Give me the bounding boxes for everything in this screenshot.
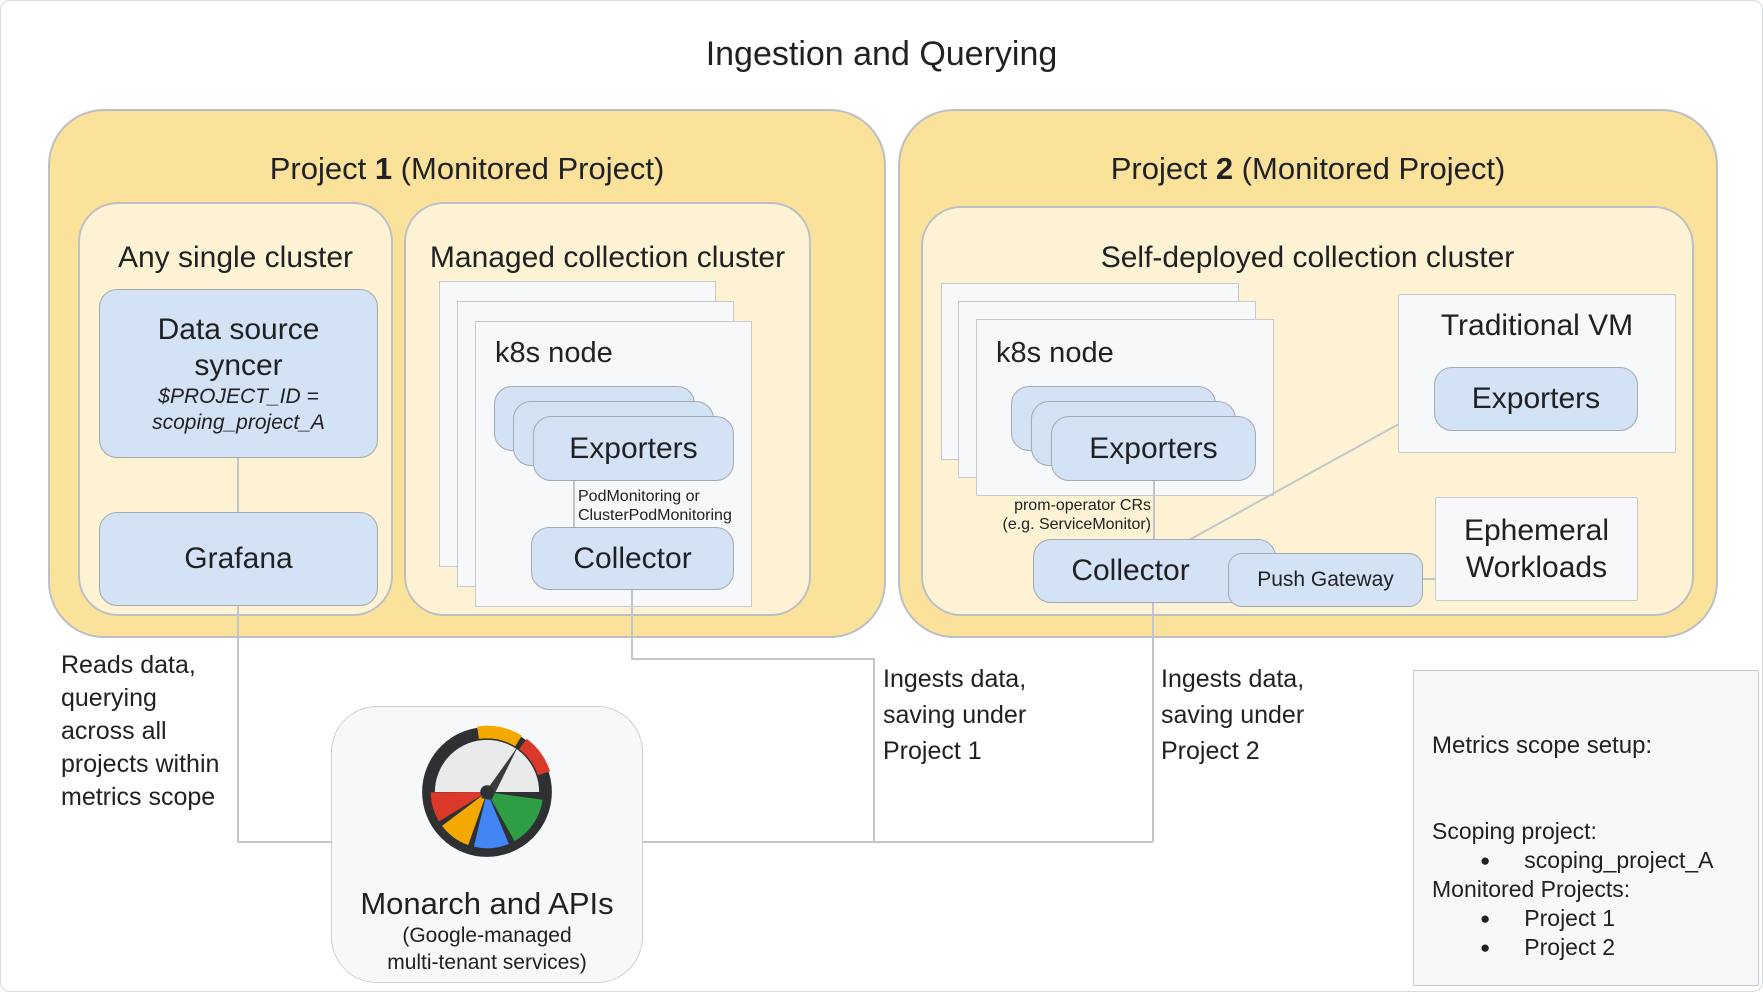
ingest-project1-note: Ingests data, saving under Project 1 bbox=[883, 665, 1027, 765]
exporters-node-p1: Exporters bbox=[533, 416, 734, 481]
grafana-node: Grafana bbox=[99, 512, 378, 606]
project-id-annotation: $PROJECT_ID =scoping_project_A bbox=[152, 384, 325, 434]
gauge-icon bbox=[422, 725, 552, 857]
list-item: ● Project 1 bbox=[1480, 905, 1616, 931]
collector-node-p2: Collector bbox=[1033, 539, 1276, 603]
bullet-icon: ● bbox=[1480, 938, 1491, 957]
metrics-scope-title: Metrics scope setup: bbox=[1432, 732, 1653, 759]
prom-operator-annotation: prom-operator CRs(e.g. ServiceMonitor) bbox=[1002, 497, 1152, 533]
scoping-project-label: Scoping project: bbox=[1432, 818, 1597, 844]
project2-label: Project 2 (Monitored Project) bbox=[1110, 151, 1506, 186]
bullet-icon: ● bbox=[1480, 909, 1491, 928]
exporters-node-p2: Exporters bbox=[1051, 416, 1256, 481]
list-item: ● scoping_project_A bbox=[1480, 847, 1714, 873]
any-single-cluster-label: Any single cluster bbox=[117, 241, 354, 274]
managed-collection-cluster-label: Managed collection cluster bbox=[429, 241, 786, 274]
k8s-node-label-p1: k8s node bbox=[495, 337, 613, 369]
collector1-to-monarch-line bbox=[631, 561, 875, 842]
traditional-vm-label: Traditional VM bbox=[1440, 309, 1634, 342]
exporters-node-vm: Exporters bbox=[1434, 367, 1638, 431]
page-title: Ingestion and Querying bbox=[705, 35, 1058, 73]
k8s-node-label-p2: k8s node bbox=[996, 337, 1114, 369]
project1-label: Project 1 (Monitored Project) bbox=[269, 151, 665, 186]
vm-exporters-to-collector-line bbox=[1150, 397, 1447, 562]
monarch-title: Monarch and APIs bbox=[360, 886, 614, 921]
collector-node-p1: Collector bbox=[531, 527, 734, 590]
list-item: ● Project 2 bbox=[1480, 934, 1616, 960]
self-deployed-cluster-label: Self-deployed collection cluster bbox=[1100, 241, 1515, 274]
bullet-icon: ● bbox=[1480, 851, 1491, 870]
metrics-scope-panel: Metrics scope setup: Scoping project: ● … bbox=[1413, 670, 1759, 986]
monitored-projects-label: Monitored Projects: bbox=[1432, 876, 1631, 902]
push-gateway-node: Push Gateway bbox=[1228, 553, 1423, 607]
ingest-project2-note: Ingests data, saving under Project 2 bbox=[1161, 665, 1305, 765]
reads-data-note: Reads data, querying across all projects… bbox=[61, 651, 220, 811]
